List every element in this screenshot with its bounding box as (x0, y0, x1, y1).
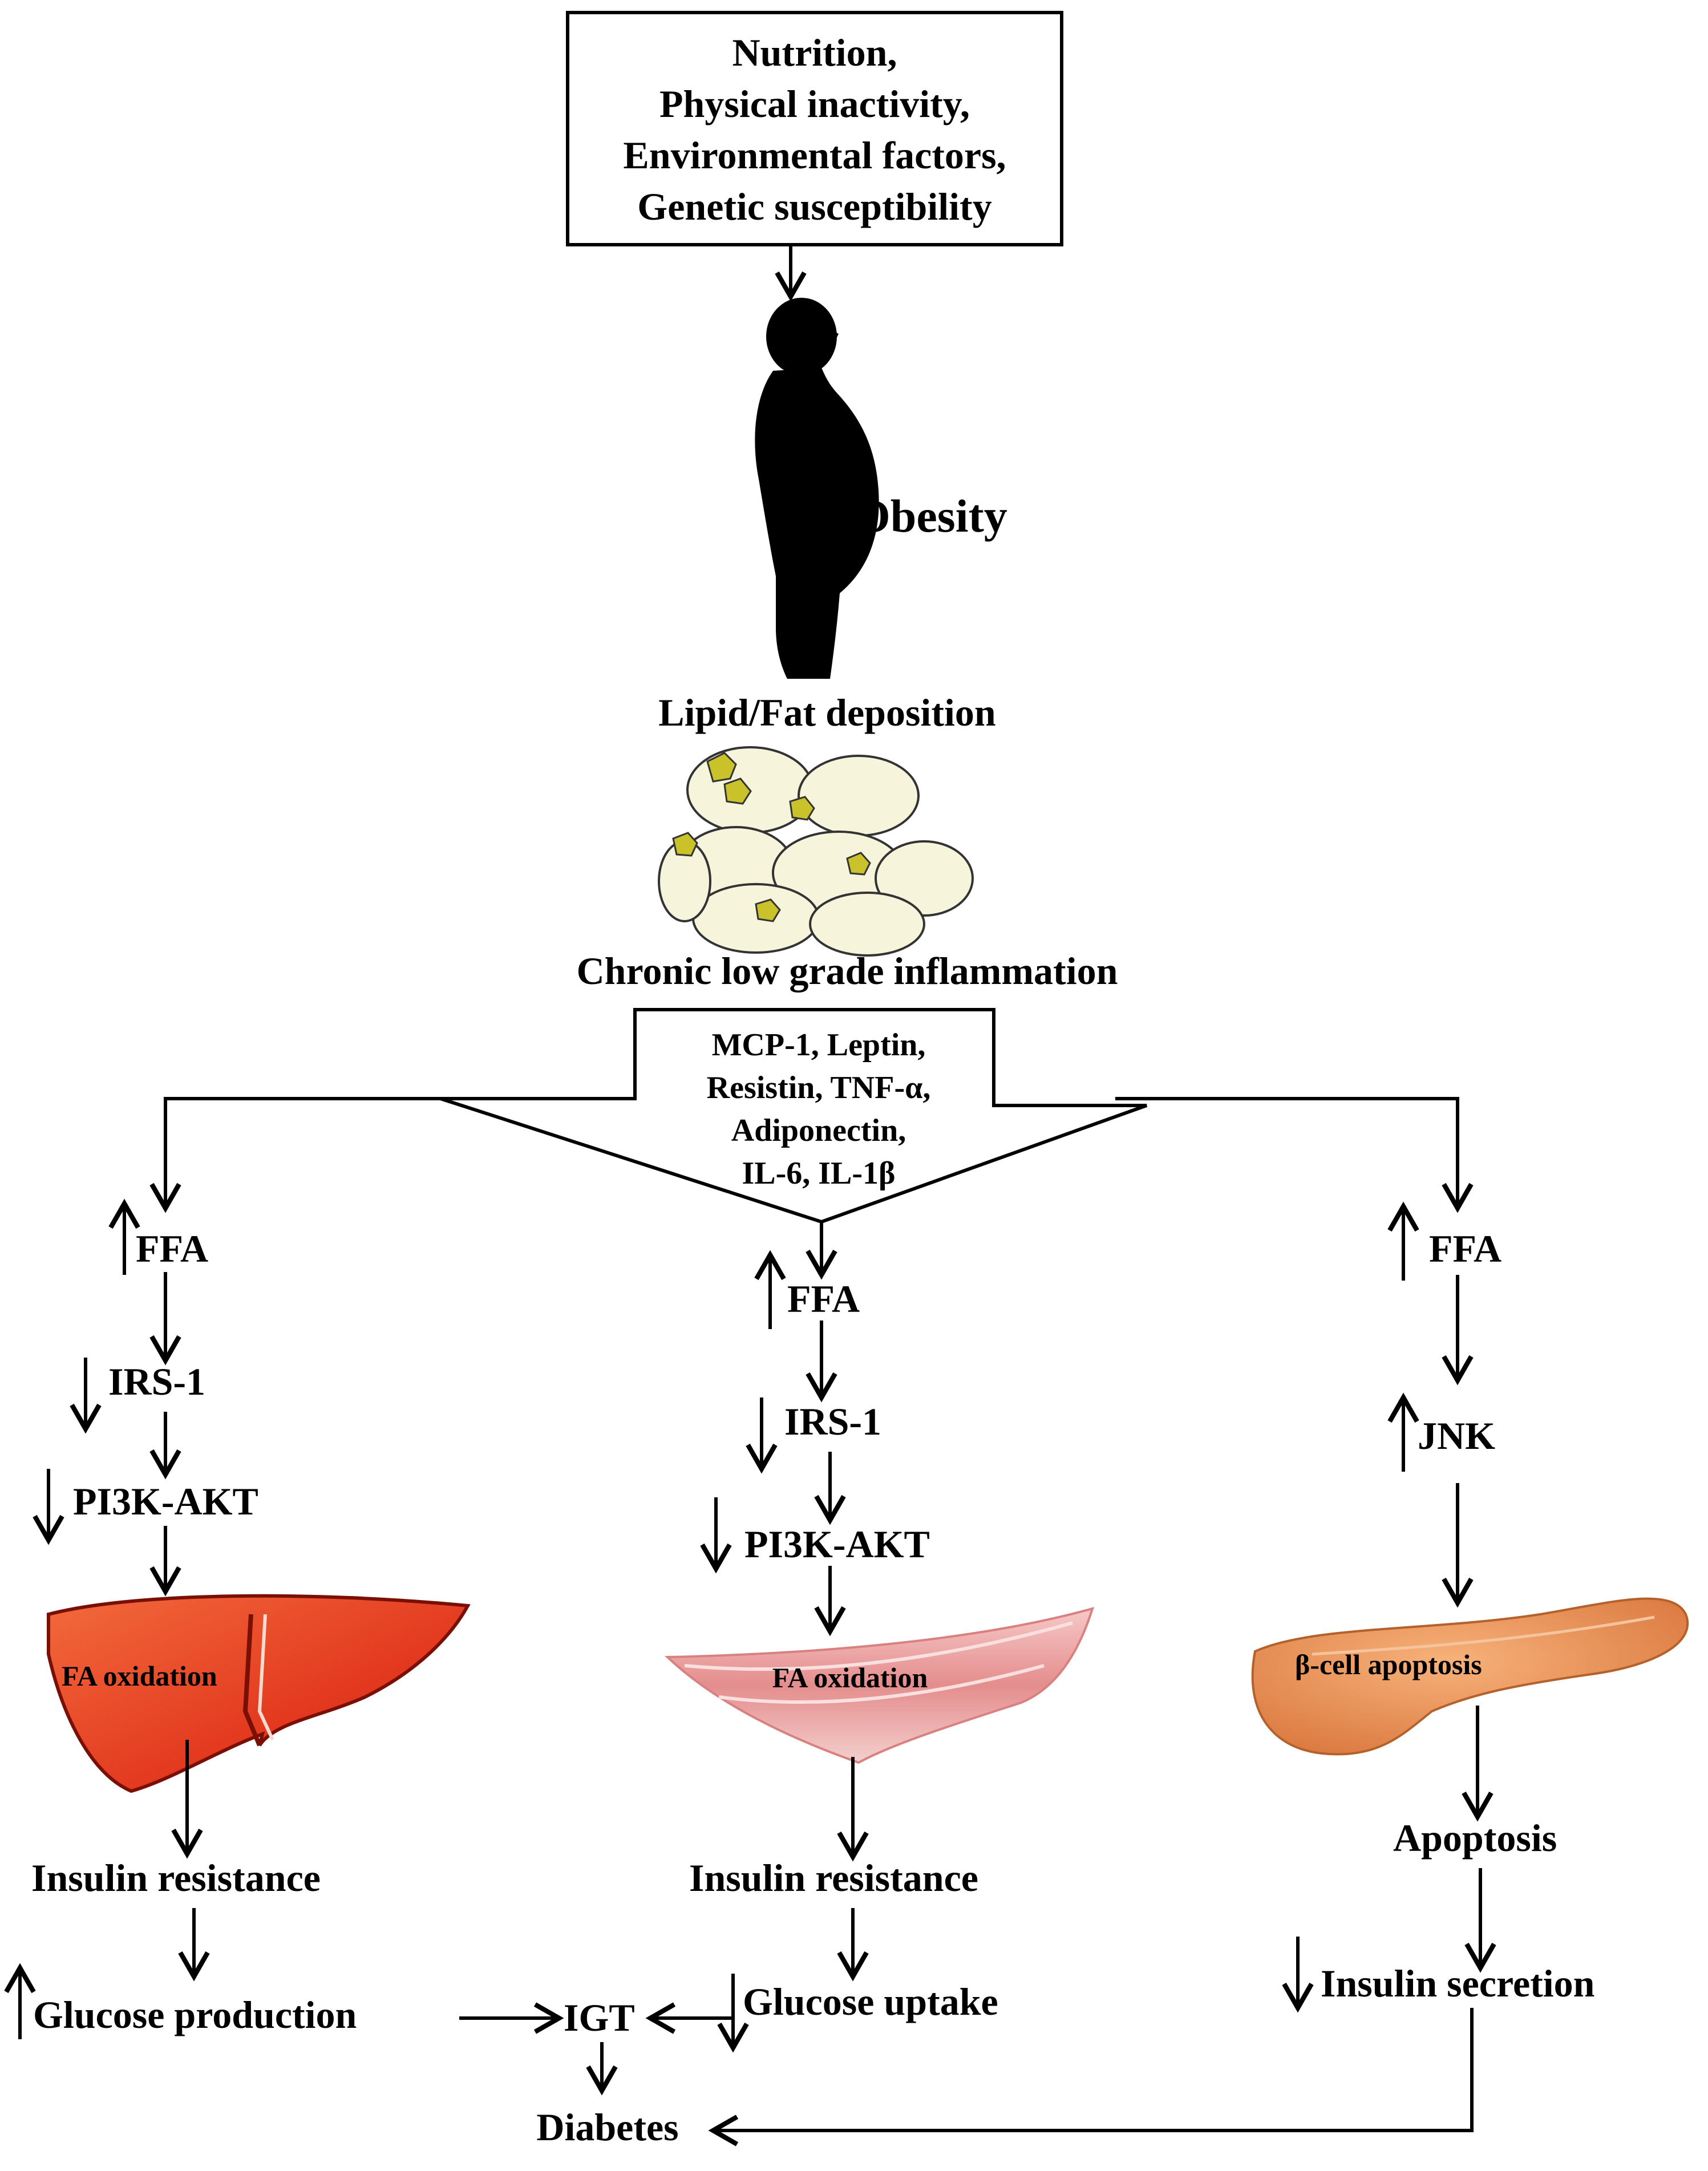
liver-irs-label: IRS-1 (108, 1360, 205, 1403)
mediator-line-4: IL-6, IL-1β (742, 1156, 895, 1191)
muscle-resistance-label: Insulin resistance (689, 1856, 978, 1899)
liver-organ (47, 1594, 471, 1793)
muscle-organ-label: FA oxidation (772, 1662, 928, 1694)
macrophages (672, 752, 871, 922)
muscle-organ (665, 1607, 1095, 1764)
cause-genetic: Genetic susceptibility (637, 185, 991, 228)
liver-outcome-label: Glucose production (33, 1993, 357, 2036)
lipid-deposition-label: Lipid/Fat deposition (658, 691, 995, 734)
pancreas-apoptosis-label: Apoptosis (1393, 1816, 1557, 1860)
cause-environmental: Environmental factors, (623, 133, 1006, 177)
muscle-irs-label: IRS-1 (784, 1400, 881, 1443)
cause-nutrition: Nutrition, (732, 31, 897, 74)
igt-label: IGT (564, 1996, 635, 2039)
mediator-line-3: Adiponectin, (731, 1113, 906, 1148)
mediator-line-1: MCP-1, Leptin, (712, 1027, 926, 1063)
muscle-outcome-label: Glucose uptake (743, 1980, 998, 2023)
cause-physical-inactivity: Physical inactivity, (659, 82, 970, 125)
liver-pi3k-label: PI3K-AKT (73, 1480, 258, 1523)
muscle-ffa-label: FFA (787, 1277, 860, 1321)
obese-person-silhouette (755, 298, 879, 679)
branch-right (1115, 1097, 1474, 1213)
arrow-insulin-secretion-to-diabetes (708, 2008, 1474, 2146)
diabetes-label: Diabetes (536, 2105, 678, 2149)
pancreas-jnk-label: JNK (1418, 1414, 1495, 1457)
pancreas-ffa-label: FFA (1429, 1227, 1501, 1270)
inflammation-label: Chronic low grade inflammation (577, 949, 1118, 993)
branch-left (149, 1097, 505, 1213)
causes-box (566, 11, 1063, 246)
liver-organ-label: FA oxidation (62, 1660, 217, 1692)
muscle-pi3k-label: PI3K-AKT (744, 1522, 930, 1566)
liver-resistance-label: Insulin resistance (31, 1856, 321, 1899)
mediator-line-2: Resistin, TNF-α, (707, 1070, 931, 1105)
pancreas-outcome-label: Insulin secretion (1321, 1962, 1594, 2005)
liver-ffa-label: FFA (136, 1227, 208, 1270)
pancreas-organ-label: β-cell apoptosis (1295, 1648, 1482, 1680)
pancreas-organ (1251, 1597, 1689, 1756)
obesity-label: Obesity (854, 490, 1007, 542)
mediator-arrow-shape (440, 1008, 1148, 1224)
adipose-tissue-cells (658, 746, 974, 957)
